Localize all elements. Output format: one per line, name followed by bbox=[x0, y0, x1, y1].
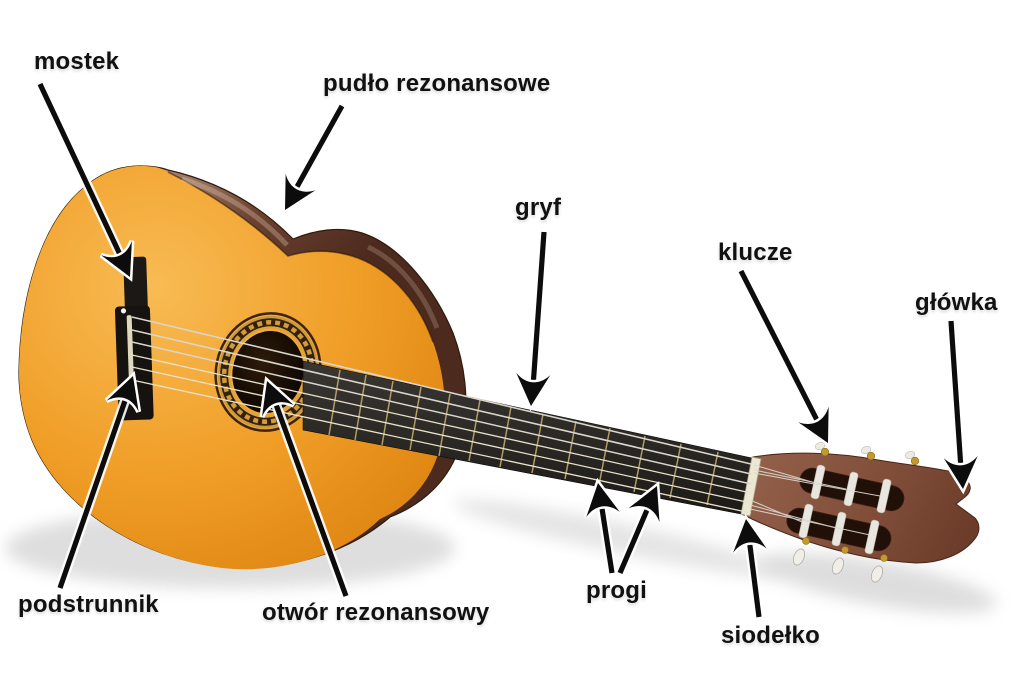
arrow-podstrunnik bbox=[55, 370, 149, 590]
arrow-klucze bbox=[736, 268, 843, 451]
label-otwor-rezonansowy: otwór rezonansowy bbox=[262, 599, 490, 626]
label-glowka: główka bbox=[915, 289, 998, 316]
bridge-pin bbox=[120, 308, 127, 314]
arrow-siodelko bbox=[729, 517, 767, 618]
label-podstrunnik: podstrunnik bbox=[18, 591, 159, 618]
callout-arrows bbox=[35, 81, 980, 618]
saddle bbox=[126, 315, 134, 384]
arrow-otwor-rezonansowy bbox=[251, 375, 351, 598]
arrow-gryf bbox=[514, 231, 550, 407]
headstock bbox=[741, 442, 980, 583]
label-progi: progi bbox=[586, 577, 647, 604]
arrow-progi-1 bbox=[581, 480, 620, 574]
label-gryf: gryf bbox=[515, 194, 562, 221]
tuning-machines bbox=[793, 442, 920, 583]
arrow-glowka bbox=[944, 320, 980, 490]
arrow-pudlo-rezonansowe bbox=[270, 103, 347, 218]
label-pudlo-rezonansowe: pudło rezonansowe bbox=[323, 70, 551, 97]
side-highlight bbox=[181, 176, 289, 247]
side-highlight-2 bbox=[366, 244, 440, 329]
label-siodelko: siodełko bbox=[721, 622, 820, 649]
arrow-mostek bbox=[35, 81, 145, 284]
label-mostek: mostek bbox=[34, 48, 120, 75]
label-klucze: klucze bbox=[718, 239, 793, 266]
arrow-progi-2 bbox=[615, 479, 673, 575]
body-binding bbox=[167, 171, 434, 343]
